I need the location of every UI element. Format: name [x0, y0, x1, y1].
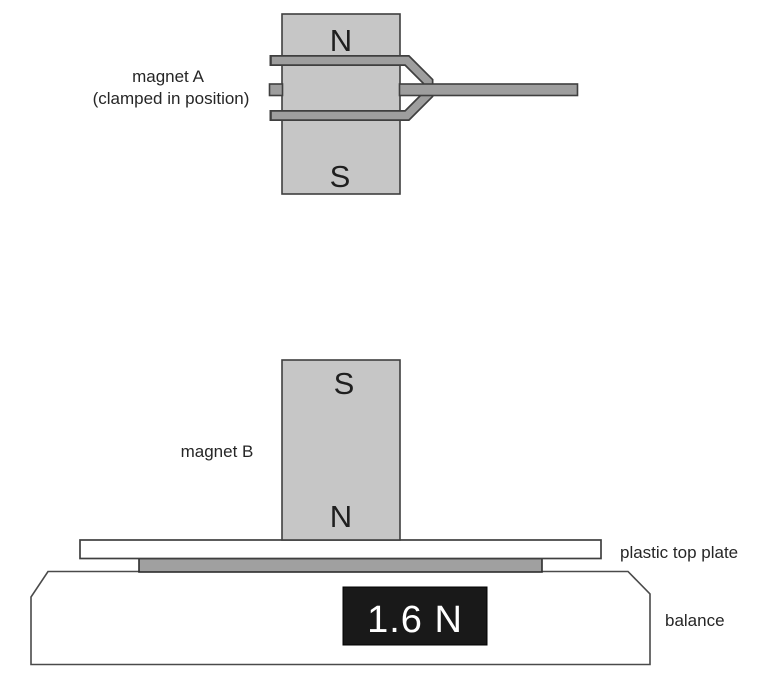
- clamp-rod-stub: [268, 83, 284, 97]
- magnet-a-caption-line2: (clamped in position): [93, 89, 250, 108]
- magnet-a-caption-line1: magnet A: [132, 67, 204, 86]
- magnet-a-pole-bottom-label: S: [330, 159, 351, 194]
- magnet-a-body: [281, 13, 401, 195]
- magnet-b-pole-top-label: S: [334, 366, 355, 401]
- balance-display: [342, 586, 488, 646]
- plastic-top-plate: [79, 539, 602, 560]
- magnet-b-pole-bottom-label: N: [330, 499, 352, 534]
- magnet-a-pole-top-label: N: [330, 23, 352, 58]
- magnet-b-caption: magnet B: [181, 442, 254, 461]
- magnet-b-body: [281, 359, 401, 541]
- balance-pan: [138, 557, 543, 573]
- clamp-rod: [398, 83, 579, 97]
- balance-caption: balance: [665, 611, 725, 630]
- plastic-top-plate-caption: plastic top plate: [620, 543, 738, 562]
- balance-body: [30, 570, 651, 666]
- balance-reading: 1.6 N: [367, 599, 463, 641]
